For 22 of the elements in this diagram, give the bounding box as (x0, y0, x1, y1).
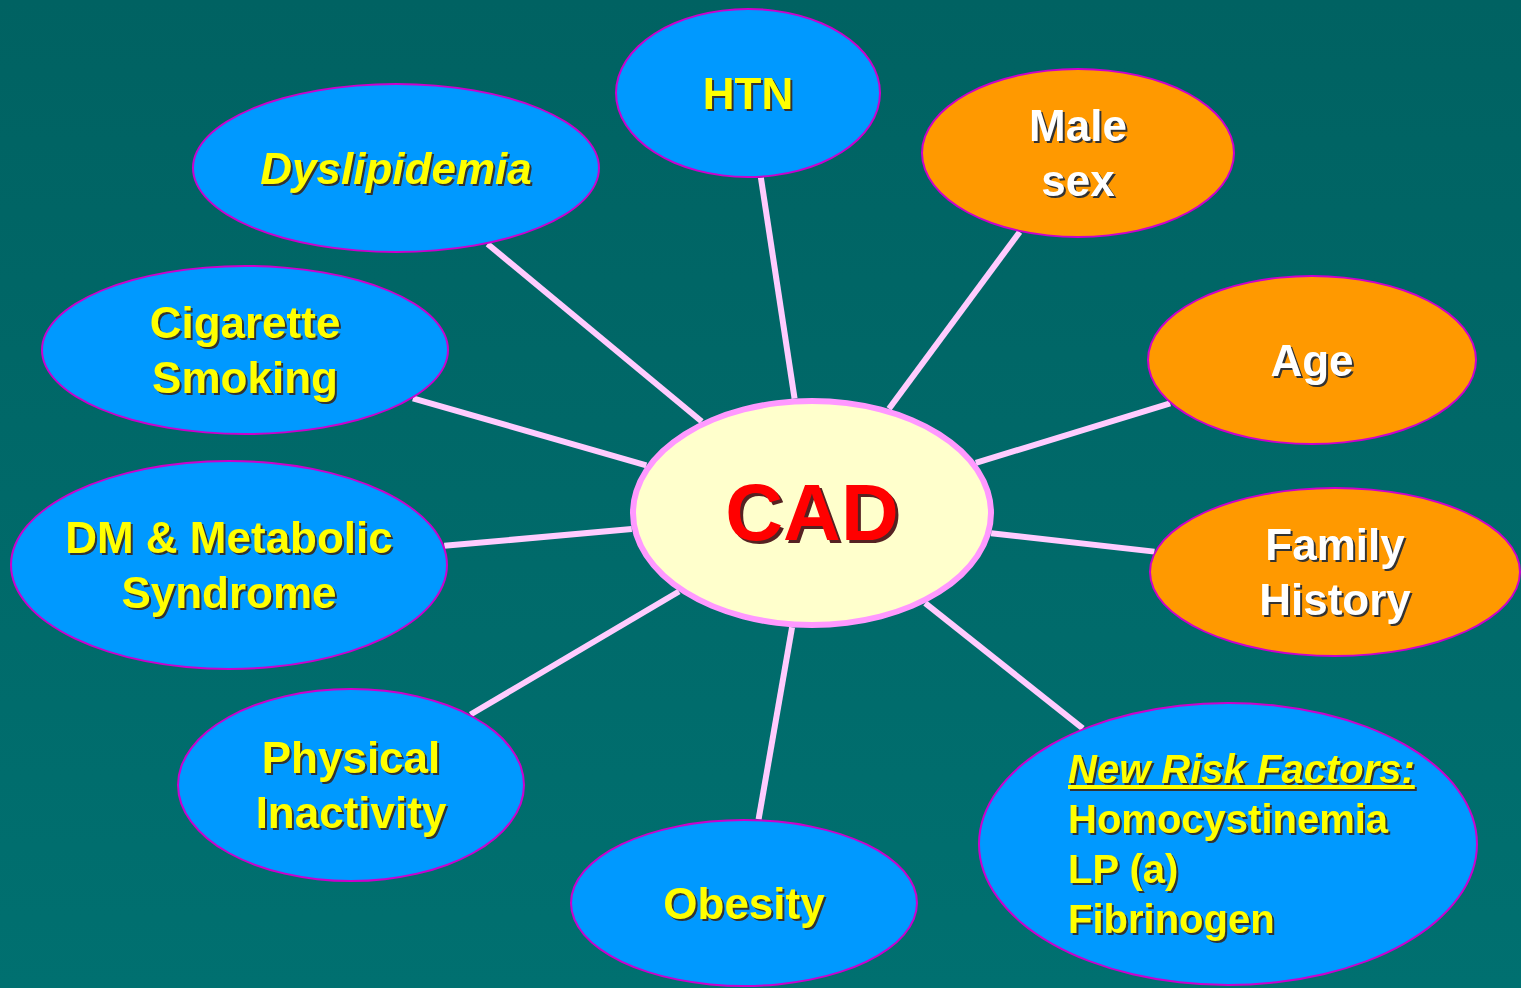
connector-line (485, 241, 704, 424)
node-label: Obesity (663, 877, 825, 930)
node-label: Age (1270, 334, 1354, 387)
node-label: Cigarette Smoking (148, 297, 342, 404)
node-label: Dyslipidemia (260, 142, 532, 195)
connector-line (755, 626, 796, 820)
node-label: Male sex (1028, 100, 1128, 207)
connector-line (923, 600, 1085, 731)
node-label: Homocystinemia (1068, 796, 1389, 843)
connector-line (468, 588, 681, 718)
connector-line (886, 230, 1023, 411)
node-label: Fibrinogen (1068, 896, 1275, 943)
node-label: Physical Inactivity (254, 732, 448, 839)
node-label: LP (a) (1068, 846, 1179, 893)
connector-line (757, 177, 798, 399)
connector-line (444, 526, 633, 549)
node-label: HTN (702, 67, 794, 120)
list-heading: New Risk Factors: (1068, 746, 1415, 793)
node-label: Family History (1258, 519, 1412, 626)
node-label: CAD (725, 467, 899, 559)
node-label: DM & Metabolic Syndrome (64, 512, 394, 619)
connector-line (990, 530, 1155, 555)
